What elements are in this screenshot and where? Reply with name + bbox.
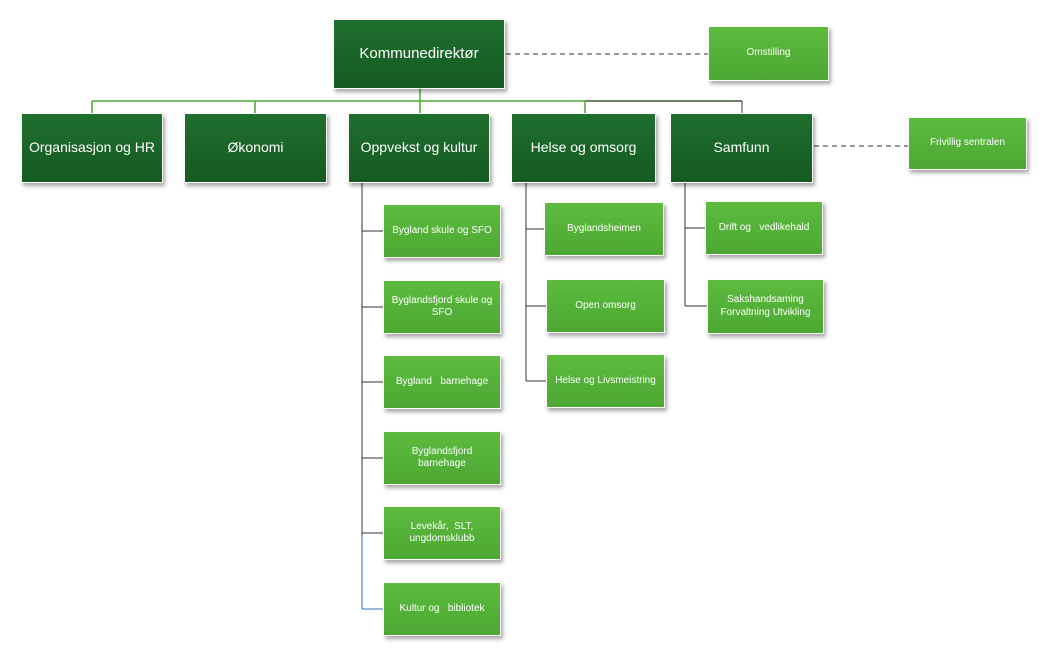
- unit-label: Drift og vedlikehald: [718, 221, 810, 233]
- unit-label: Bygland barnehage: [395, 375, 489, 387]
- unit-box-education-4: Byglandsfjord barnehage: [383, 431, 501, 485]
- staff-box-omstilling: Omstilling: [708, 26, 829, 81]
- unit-box-health-2: Open omsorg: [546, 279, 665, 333]
- department-box-hr: Organisasjon og HR: [21, 113, 163, 183]
- unit-label: Byglandsfjord barnehage: [411, 445, 473, 470]
- director-label: Kommunedirektør: [359, 44, 479, 62]
- unit-label: Kultur og bibliotek: [399, 602, 485, 614]
- department-box-economy: Økonomi: [184, 113, 327, 183]
- unit-box-society-2: Sakshandsaming Forvaltning Utvikling: [707, 279, 824, 334]
- unit-label: Levekår, SLT, ungdomsklubb: [409, 520, 477, 545]
- unit-box-education-2: Byglandsfjord skule og SFO: [383, 280, 501, 334]
- affiliate-box-frivillig: Frivillig sentralen: [908, 117, 1027, 170]
- department-label: Helse og omsorg: [530, 139, 637, 156]
- unit-box-health-3: Helse og Livsmeistring: [546, 354, 665, 408]
- director-box: Kommunedirektør: [333, 19, 505, 89]
- unit-label: Open omsorg: [575, 299, 636, 311]
- unit-box-education-5: Levekår, SLT, ungdomsklubb: [383, 506, 501, 560]
- unit-box-health-1: Byglandsheimen: [544, 202, 664, 256]
- staff-label: Omstilling: [746, 47, 791, 59]
- unit-label: Bygland skule og SFO: [392, 224, 492, 236]
- department-box-society: Samfunn: [670, 113, 813, 183]
- unit-label: Byglandsfjord skule og SFO: [391, 294, 493, 319]
- unit-box-society-1: Drift og vedlikehald: [705, 201, 823, 255]
- affiliate-label: Frivillig sentralen: [929, 137, 1006, 149]
- department-label: Oppvekst og kultur: [360, 139, 478, 156]
- department-label: Økonomi: [227, 139, 284, 156]
- unit-box-education-1: Bygland skule og SFO: [383, 204, 501, 258]
- unit-label: Byglandsheimen: [567, 222, 641, 234]
- unit-label: Helse og Livsmeistring: [555, 374, 656, 386]
- department-box-health: Helse og omsorg: [511, 113, 656, 183]
- department-label: Samfunn: [713, 139, 770, 156]
- department-label: Organisasjon og HR: [28, 139, 156, 156]
- unit-label: Sakshandsaming Forvaltning Utvikling: [720, 294, 811, 318]
- unit-box-education-6: Kultur og bibliotek: [383, 582, 501, 636]
- unit-box-education-3: Bygland barnehage: [383, 355, 501, 409]
- department-box-education: Oppvekst og kultur: [348, 113, 490, 183]
